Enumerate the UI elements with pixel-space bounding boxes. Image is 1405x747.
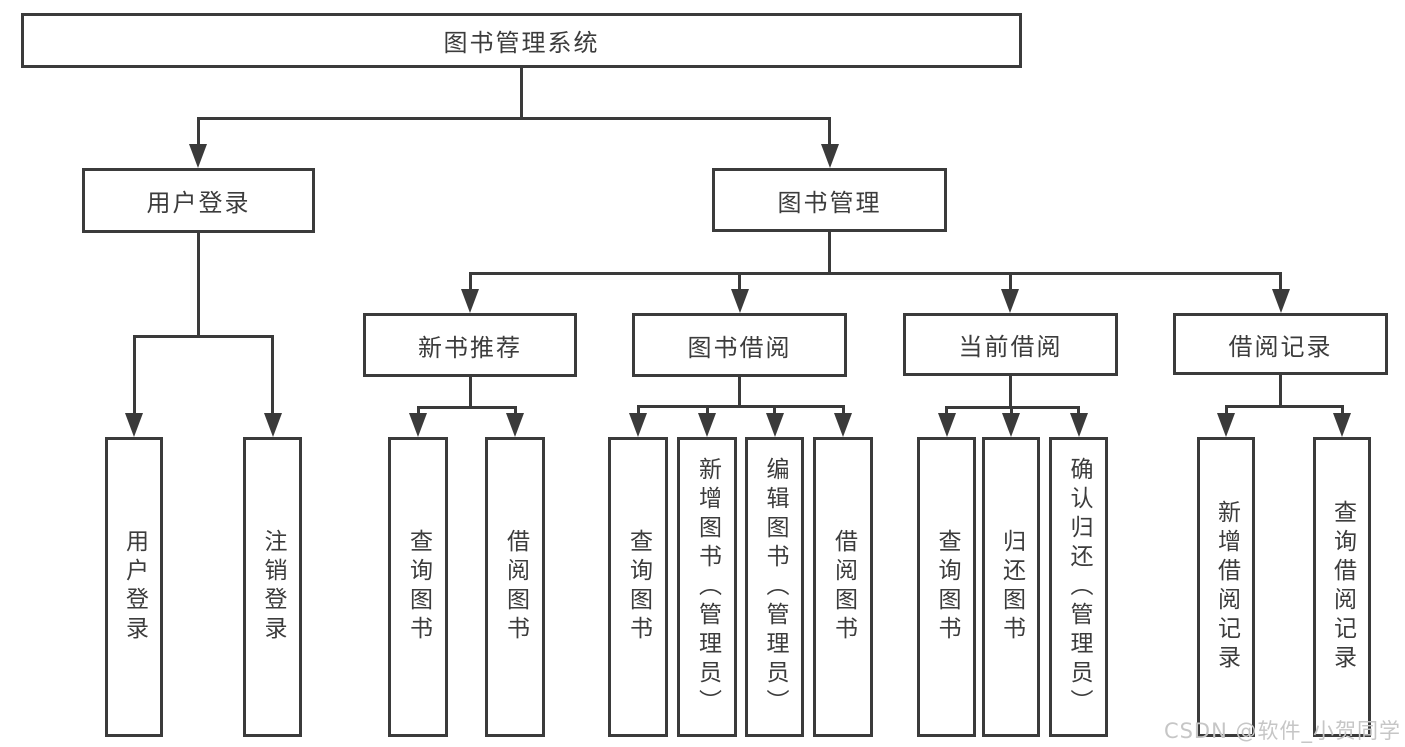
connector-drop (705, 408, 709, 417)
node-current-borrow: 当前借阅 (903, 313, 1118, 376)
leaf-current-return-label: 归还图书 (998, 529, 1025, 645)
leaf-borrow-query-label: 查询图书 (625, 529, 652, 645)
leaf-borrow-add-admin-label: 新增图书（管理员） (694, 456, 721, 718)
leaf-new-books-query-label: 查询图书 (405, 529, 432, 645)
leaf-user-login-label: 用户登录 (121, 529, 148, 645)
connector-drop (773, 408, 776, 417)
node-new-books-label: 新书推荐 (418, 333, 522, 362)
arrow-down-icon (937, 413, 956, 437)
arrow-down-icon (1069, 413, 1088, 437)
connector-drop (841, 408, 845, 417)
connector-drop (636, 408, 640, 417)
leaf-records-query: 查询借阅记录 (1313, 437, 1371, 737)
connector-stem (828, 232, 831, 275)
arrow-down-icon (820, 144, 839, 168)
leaf-borrow-query: 查询图书 (608, 437, 668, 737)
connector-rail (945, 406, 1080, 409)
arrow-down-icon (263, 413, 282, 437)
arrow-down-icon (730, 289, 749, 313)
leaf-current-query-label: 查询图书 (934, 529, 960, 645)
node-borrow-records: 借阅记录 (1173, 313, 1388, 375)
leaf-records-add-label: 新增借阅记录 (1213, 500, 1240, 674)
connector-rail (468, 272, 1282, 275)
node-current-borrow-label: 当前借阅 (958, 333, 1063, 361)
leaf-new-books-borrow: 借阅图书 (485, 437, 545, 737)
leaf-borrow-edit-admin: 编辑图书（管理员） (745, 437, 804, 737)
arrow-down-icon (1333, 413, 1351, 437)
leaf-current-query: 查询图书 (917, 437, 976, 737)
connector-drop (196, 120, 200, 148)
arrow-down-icon (1271, 289, 1290, 313)
csdn-watermark: CSDN @软件_小贺同学 (1163, 719, 1401, 743)
leaf-current-confirm-admin: 确认归还（管理员） (1049, 437, 1108, 737)
leaf-borrow-add-admin: 新增图书（管理员） (677, 437, 737, 737)
connector-stem (1008, 376, 1012, 409)
leaf-borrow-edit-admin-label: 编辑图书（管理员） (762, 456, 788, 718)
connector-drop (738, 275, 741, 293)
arrow-down-icon (125, 413, 143, 437)
connector-stem (197, 233, 200, 338)
leaf-borrow-borrow: 借阅图书 (813, 437, 873, 737)
connector-drop (1279, 275, 1282, 293)
node-book-mgmt: 图书管理 (712, 168, 947, 232)
leaf-new-books-query: 查询图书 (388, 437, 448, 737)
arrow-down-icon (765, 413, 784, 437)
connector-stem (1279, 375, 1282, 408)
node-root-label: 图书管理系统 (443, 29, 600, 57)
connector-rail (416, 406, 517, 409)
connector-stem (738, 377, 741, 408)
connector-rail (636, 405, 845, 408)
arrow-down-icon (461, 289, 479, 313)
leaf-records-add: 新增借阅记录 (1197, 437, 1255, 737)
node-book-borrow-label: 图书借阅 (687, 333, 792, 362)
arrow-down-icon (506, 413, 524, 437)
connector-stem (468, 377, 472, 409)
leaf-current-return: 归还图书 (982, 437, 1040, 737)
arrow-down-icon (698, 413, 716, 437)
node-user-login-label: 用户登录 (146, 189, 251, 217)
connector-drop (828, 120, 831, 148)
leaf-records-query-label: 查询借阅记录 (1329, 500, 1356, 674)
leaf-new-books-borrow-label: 借阅图书 (502, 529, 529, 645)
node-book-borrow: 图书借阅 (632, 313, 847, 377)
connector-drop (1008, 275, 1012, 293)
node-user-login: 用户登录 (82, 168, 315, 233)
connector-rail (196, 117, 831, 120)
leaf-user-login: 用户登录 (105, 437, 163, 737)
arrow-down-icon (1001, 289, 1019, 313)
connector-drop (271, 338, 274, 417)
arrow-down-icon (189, 144, 207, 168)
arrow-down-icon (1002, 413, 1020, 437)
arrow-down-icon (629, 413, 647, 437)
connector-drop (132, 338, 136, 417)
connector-rail (132, 335, 274, 338)
leaf-logout-label: 注销登录 (260, 529, 286, 645)
leaf-current-confirm-admin-label: 确认归还（管理员） (1066, 456, 1092, 718)
node-borrow-records-label: 借阅记录 (1228, 332, 1333, 361)
arrow-down-icon (1217, 413, 1235, 437)
arrow-down-icon (409, 413, 427, 437)
connector-stem (520, 68, 523, 120)
connector-drop (1224, 408, 1228, 417)
connector-drop (1340, 408, 1344, 417)
arrow-down-icon (834, 413, 852, 437)
connector-rail (1224, 405, 1344, 408)
node-book-mgmt-label: 图书管理 (777, 188, 882, 217)
node-new-books: 新书推荐 (363, 313, 577, 377)
connector-drop (468, 275, 472, 293)
leaf-borrow-borrow-label: 借阅图书 (830, 529, 857, 645)
leaf-logout: 注销登录 (243, 437, 302, 737)
node-root: 图书管理系统 (21, 13, 1022, 68)
